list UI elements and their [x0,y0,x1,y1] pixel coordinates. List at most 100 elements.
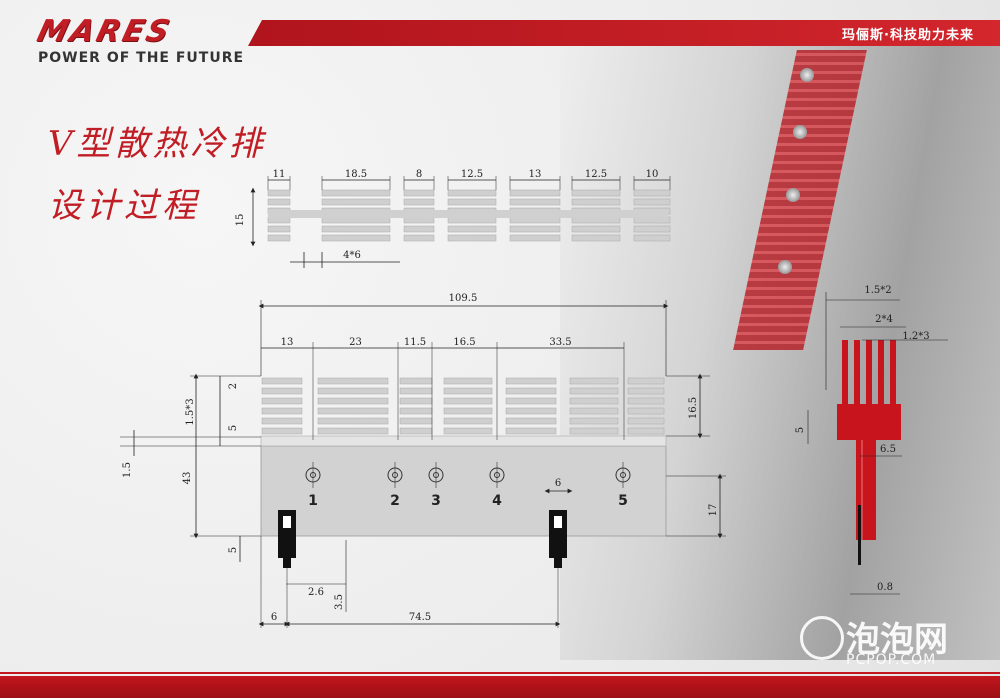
top-view-fin [403,234,435,242]
front-view-fin [627,397,665,405]
front-view-fin [261,417,303,425]
front-view-left-dim-5: 5 [228,425,239,431]
front-view-base-plate [260,445,667,537]
front-view-fin [505,387,557,395]
hole-number-label: 2 [390,493,400,509]
power-icon [800,616,844,660]
side-view-fins [842,340,896,406]
side-dim-1.2x3: 1.2*3 [902,331,929,342]
front-view-left-dim-43: 43 [182,472,193,485]
front-view-fin [317,377,389,385]
top-view-fin [267,198,291,206]
left-connector [278,510,296,568]
front-view-total-width-label: 109.5 [449,293,478,304]
top-view-fin [403,225,435,233]
front-view-fin [569,377,619,385]
top-view-width-label: 8 [416,169,422,180]
front-view-fin [443,407,493,415]
front-view-fin [627,377,665,385]
top-view-fin [571,198,621,206]
front-view-fin [569,427,619,435]
front-view-fin [261,387,303,395]
front-view-fin [505,407,557,415]
slogan: 玛俪斯·科技助力未来 [842,28,974,43]
top-view-fin [447,225,497,233]
top-view-width-label: 12.5 [461,169,483,180]
top-view-fin [321,225,391,233]
front-view-fin [443,377,493,385]
top-view-fin [509,189,561,197]
hole-number-label: 4 [492,493,502,509]
top-view-fin [571,225,621,233]
front-view-fin [261,427,303,435]
front-view-fin [399,417,433,425]
top-view-fin [509,198,561,206]
front-view-fin [627,407,665,415]
front-view-right-dim-17: 17 [708,504,719,517]
engine-bolt [793,125,807,139]
top-view-fin [633,198,671,206]
top-view-width-label: 12.5 [585,169,607,180]
side-view-fin [878,340,884,406]
top-view-height-label: 15 [235,214,246,227]
top-view-fins [267,189,671,242]
hole-number-label: 5 [618,493,628,509]
front-view-fin [317,417,389,425]
side-view-body [837,404,901,440]
right-connector [549,510,567,568]
page-title-line1: V型散热冷排 [48,124,267,164]
front-view-fin [399,427,433,435]
front-view-fin [443,427,493,435]
top-view-fin [321,234,391,242]
side-dim-2x4: 2*4 [875,314,893,325]
front-view-fin [399,387,433,395]
bottom-dim-6: 6 [271,612,277,623]
front-view-fin [399,377,433,385]
front-view-fin [399,397,433,405]
front-view-fin [399,407,433,415]
side-view-pin [858,505,861,565]
front-view-left-dim-1.5: 1.5 [122,462,133,478]
front-view-fin [443,417,493,425]
page-title-line2: 设计过程 [48,186,200,226]
top-view-fin [403,198,435,206]
footer-line [0,672,1000,674]
bottom-dim-2.6: 2.6 [308,587,324,598]
front-view-fin [317,407,389,415]
top-view-fin [571,234,621,242]
front-view-fin [627,427,665,435]
front-view-fin [505,417,557,425]
front-view-fin [261,397,303,405]
top-view-fin [403,189,435,197]
side-view-fin [890,340,896,406]
front-view-right-dim-16.5: 16.5 [688,397,699,419]
bottom-dim-3.5: 3.5 [334,594,345,610]
hole-number-label: 3 [431,493,441,509]
front-view-fin [627,387,665,395]
segment-dim-label: 33.5 [549,337,571,348]
top-view-gap-label: 4*6 [343,250,361,261]
top-view-width-label: 13 [529,169,542,180]
segment-dim-label: 23 [349,337,362,348]
side-view-fin [854,340,860,406]
segment-dim-label: 11.5 [404,337,426,348]
top-view-fin [633,234,671,242]
top-view-fin [633,225,671,233]
front-view-fin [627,417,665,425]
front-view-fin [569,417,619,425]
front-view-left-dim-2: 2 [228,383,239,389]
footer-bar [0,676,1000,698]
top-view-width-label: 11 [273,169,286,180]
engine-bolt [800,68,814,82]
front-view-fin [443,397,493,405]
bottom-dim-5: 5 [228,547,239,553]
segment-dim-label: 16.5 [453,337,475,348]
engine-bolt [778,260,792,274]
front-view-fin [505,377,557,385]
